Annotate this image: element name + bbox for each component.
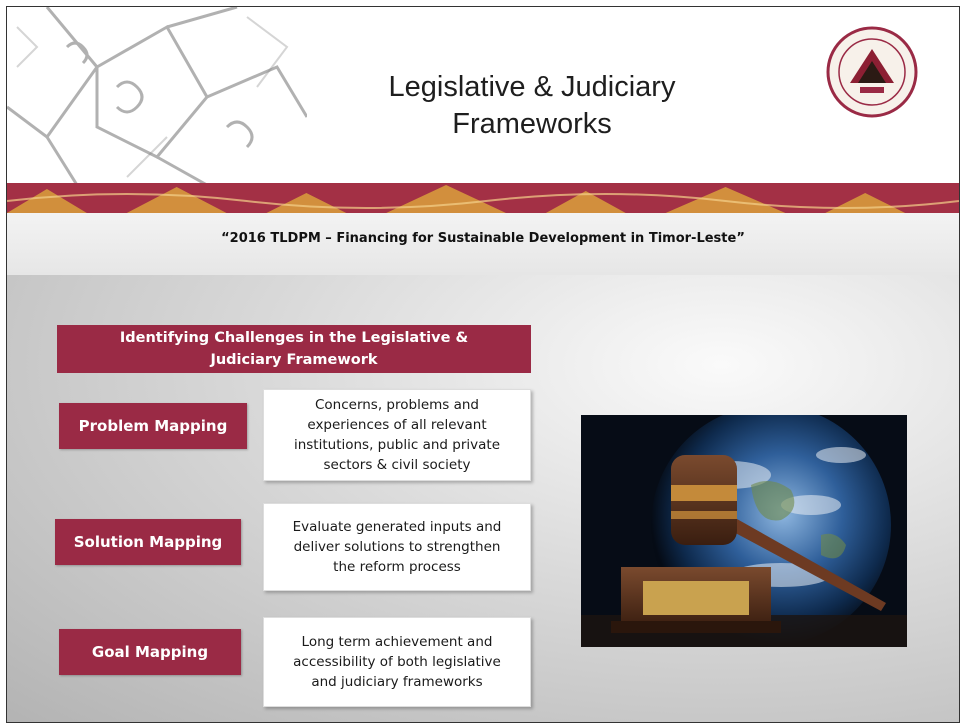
subtitle-strip [7,213,959,275]
description-line: Evaluate generated inputs and [292,519,502,535]
problem-mapping-label: Problem Mapping [59,403,247,449]
slide: Legislative & Judiciary Frameworks [6,6,960,723]
national-seal-icon [826,26,918,118]
gavel-globe-icon [581,415,907,647]
title-line: Frameworks [452,108,612,140]
gavel-globe-photo [581,415,907,647]
solution-mapping-label: Solution Mapping [55,519,241,565]
heading-line: Judiciary Framework [210,352,378,368]
tais-pattern-icon [7,7,307,185]
description-line: the reform process [333,559,461,575]
description-line: and judiciary frameworks [311,674,483,690]
title-line: Legislative & Judiciary [388,71,676,103]
description-line: accessibility of both legislative [293,654,501,670]
goal-mapping-label: Goal Mapping [59,629,241,675]
heading-line: Identifying Challenges in the Legislativ… [119,330,469,346]
description-line: sectors & civil society [323,457,471,473]
solution-mapping-description: Evaluate generated inputs and deliver so… [263,503,531,591]
slide-subtitle: “2016 TLDPM – Financing for Sustainable … [221,231,745,246]
description-line: Concerns, problems and [314,397,480,413]
description-line: experiences of all relevant [307,417,487,433]
section-heading: Identifying Challenges in the Legislativ… [57,325,531,373]
header: Legislative & Judiciary Frameworks [7,7,959,213]
description-line: deliver solutions to strengthen [293,539,501,555]
decorative-band [7,183,959,213]
slide-title: Legislative & Judiciary Frameworks [307,69,757,143]
problem-mapping-description: Concerns, problems and experiences of al… [263,389,531,481]
description-line: institutions, public and private [293,437,501,453]
description-line: Long term achievement and [301,634,493,650]
goal-mapping-description: Long term achievement and accessibility … [263,617,531,707]
